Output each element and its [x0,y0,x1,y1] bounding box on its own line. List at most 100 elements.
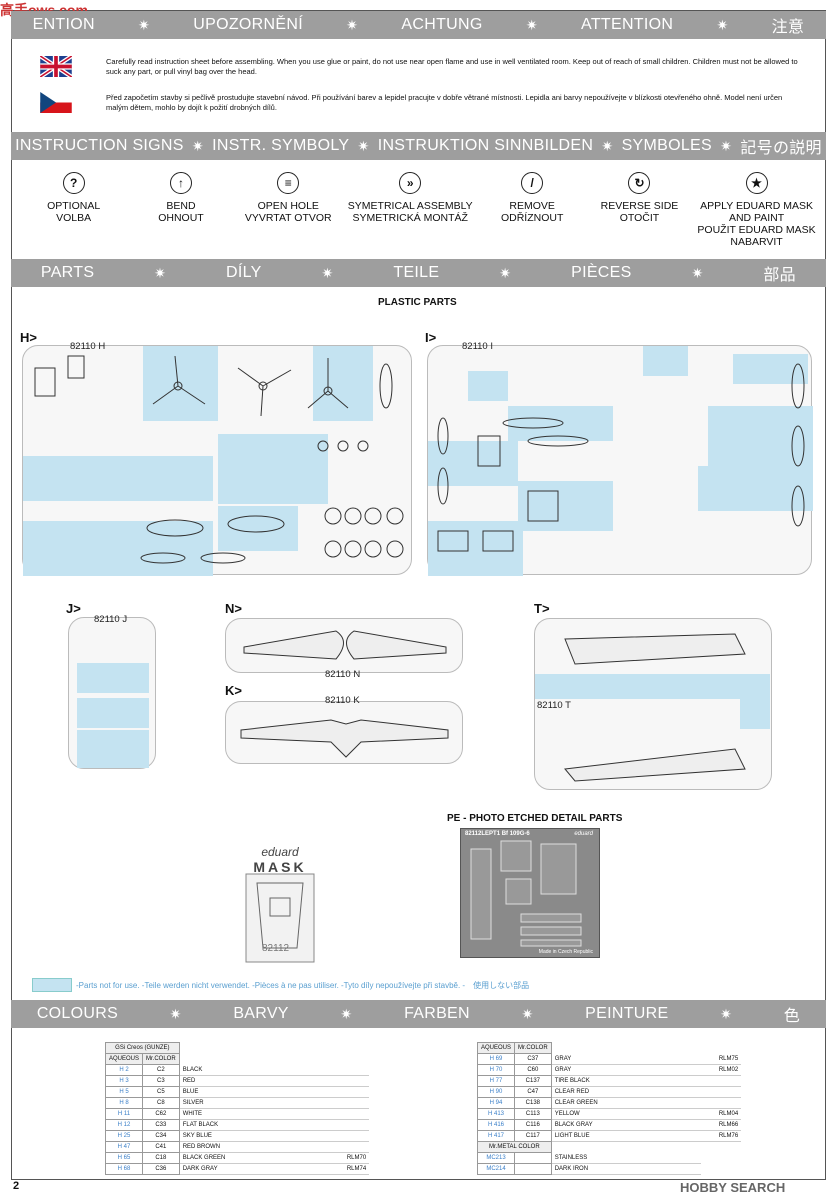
table-title: Mr.METAL COLOR [477,1141,552,1153]
colour-cell: MC213 [476,1152,516,1164]
unused-parts-area [218,434,328,504]
colour-cell: C8 [142,1097,180,1109]
colour-cell: C137 [514,1075,552,1087]
colour-cell [329,1075,370,1087]
colour-cell [329,1086,370,1098]
colour-cell: DARK GRAY [179,1163,330,1175]
bar-label: PARTS [40,264,95,281]
colour-cell [701,1075,742,1087]
colour-cell: CLEAR RED [551,1086,702,1098]
sprue-h-label: H> [20,330,37,345]
unused-parts-area [143,346,218,421]
unused-parts-area [698,466,813,511]
colour-cell: RED [179,1075,330,1087]
bar-label: FARBEN [404,1005,470,1022]
unused-parts-area [468,371,508,401]
colour-cell: H 94 [476,1097,516,1109]
sign-label: APPLY EDUARD MASK [700,200,813,212]
sign-label: VYVRTAT OTVOR [244,212,332,224]
unused-parts-area [535,674,670,699]
attention-bar: ENTION✷ UPOZORNĚNÍ✷ ACHTUNG✷ ATTENTION✷ … [11,11,826,39]
unused-parts-area [428,521,523,576]
colour-cell: BLACK GREEN [179,1152,330,1164]
unused-parts-area [77,698,149,728]
colour-cell [329,1141,370,1153]
unused-parts-area [23,456,213,501]
colour-cell [701,1097,742,1109]
mask-code: 82112 [262,943,290,954]
bar-label: PEINTURE [585,1005,669,1022]
colour-cell: RLM70 [329,1152,370,1164]
colour-cell: C60 [514,1064,552,1076]
colour-cell: STAINLESS [551,1152,702,1164]
colour-cell: H 77 [476,1075,516,1087]
czech-flag-icon [40,92,72,113]
warning-text-en: Carefully read instruction sheet before … [106,56,798,76]
colour-cell [329,1064,370,1076]
colour-cell: H 90 [476,1086,516,1098]
unused-parts-legend: -Parts not for use. -Teile werden nicht … [32,978,529,992]
bar-label: PIÈCES [571,264,632,281]
colour-cell [329,1130,370,1142]
page-frame [11,10,826,1180]
colour-cell: C33 [142,1119,180,1131]
colour-cell: C113 [514,1108,552,1120]
bar-label: BARVY [233,1005,289,1022]
optional-icon: ? [62,172,85,194]
sprue-k-label: K> [225,683,242,698]
bar-label: ATTENTION [581,16,674,33]
unused-parts-area [733,354,808,384]
unused-parts-area [708,406,813,471]
sign-label: AND PAINT [728,212,785,224]
colour-cell: H 25 [104,1130,144,1142]
sign-label: ODŘÍZNOUT [500,212,564,224]
colour-cell [329,1119,370,1131]
colour-cell: YELLOW [551,1108,702,1120]
wing-k-parts [240,719,449,758]
warning-en-row: Carefully read instruction sheet before … [40,56,806,77]
table-title: GSi Creos (GUNZE) [105,1042,180,1054]
plastic-parts-heading: PLASTIC PARTS [378,297,457,308]
colour-cell: H 11 [104,1108,144,1120]
sprue-n-code: 82110 N [325,669,361,680]
colour-cell: BLUE [179,1086,330,1098]
sign-label: OHNOUT [158,212,204,224]
sign-label: SYMETRICKÁ MONTÁŽ [352,212,468,224]
colour-cell: TIRE BLACK [551,1075,702,1087]
colour-cell: H 417 [476,1130,516,1142]
unused-parts-area [313,346,373,421]
sign-label: SYMETRICAL ASSEMBLY [347,200,473,212]
warning-text-cz: Před započetím stavby si pečlivě prostud… [106,92,783,112]
colour-cell: C5 [142,1086,180,1098]
colour-cell: C62 [142,1108,180,1120]
colour-cell: H 12 [104,1119,144,1131]
colour-cell: CLEAR GREEN [551,1097,702,1109]
reverse-icon: ↻ [628,172,651,194]
mask-brand: eduard [261,845,299,859]
bar-label: ACHTUNG [401,16,483,33]
hobbysearch-watermark: HOBBY SEARCH [680,1180,786,1195]
eduard-mask: eduard MASK 82112 [240,845,320,965]
star-icon: ★ [745,172,768,194]
sprue-k [225,701,463,764]
parts-bar: PARTS✷ DÍLY✷ TEILE✷ PIÈCES✷ 部品 [11,259,826,287]
sprue-h-parts [34,355,404,564]
bar-label: ENTION [32,16,95,33]
colour-cell: RED BROWN [179,1141,330,1153]
sprue-h-code: 82110 H [70,341,106,352]
metal-header-row: Mr.METAL COLOR [477,1141,742,1153]
